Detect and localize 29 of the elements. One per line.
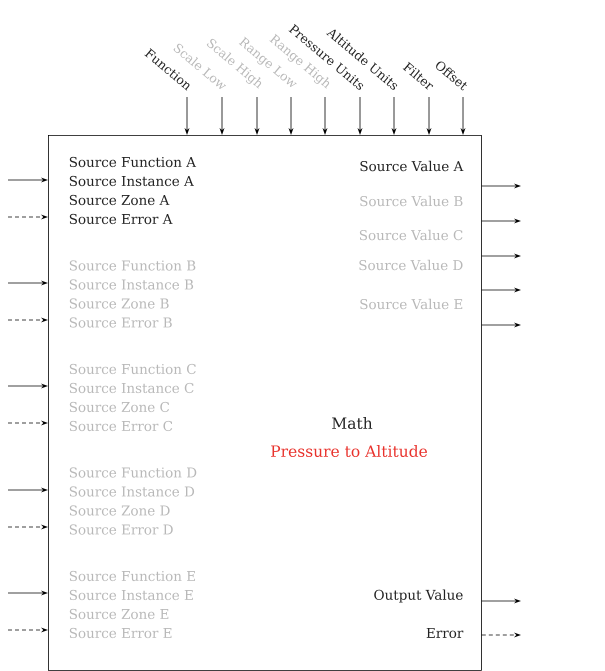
port-label: Source Zone E: [70, 608, 168, 620]
port-label: Source Value E: [360, 298, 462, 310]
port-label: Source Instance D: [70, 486, 194, 497]
function-label: Pressure to Altitude: [271, 445, 427, 457]
port-label: Source Instance C: [70, 382, 194, 394]
port-label: Source Function E: [70, 570, 196, 582]
port-label: Source Value B: [360, 196, 462, 206]
port-label: Source Error D: [70, 524, 173, 535]
port-label: Source Function B: [70, 260, 196, 271]
port-label: Source Zone A: [70, 194, 170, 206]
port-label: Source Error C: [70, 420, 172, 432]
port-label: Source Instance B: [70, 279, 194, 290]
port-label: Source Zone B: [70, 298, 169, 309]
port-label: Source Error A: [70, 214, 173, 224]
port-label: Source Function A: [70, 156, 196, 168]
port-label: Source Value C: [360, 230, 462, 240]
port-label: Source Value D: [359, 260, 463, 270]
port-label: Source Error B: [70, 317, 172, 328]
port-label: Source Zone C: [70, 402, 170, 412]
block-title: Math: [332, 417, 372, 429]
port-label: Source Function D: [70, 467, 196, 478]
port-label: Output Value: [374, 589, 463, 603]
port-label: Source Error E: [70, 628, 172, 638]
port-label: Error: [426, 628, 464, 638]
port-label: Source Instance E: [70, 590, 193, 600]
port-label: Source Value A: [360, 160, 464, 172]
port-label: Source Function C: [70, 364, 196, 374]
port-label: Source Instance A: [70, 176, 194, 186]
port-label: Source Zone D: [70, 505, 170, 516]
